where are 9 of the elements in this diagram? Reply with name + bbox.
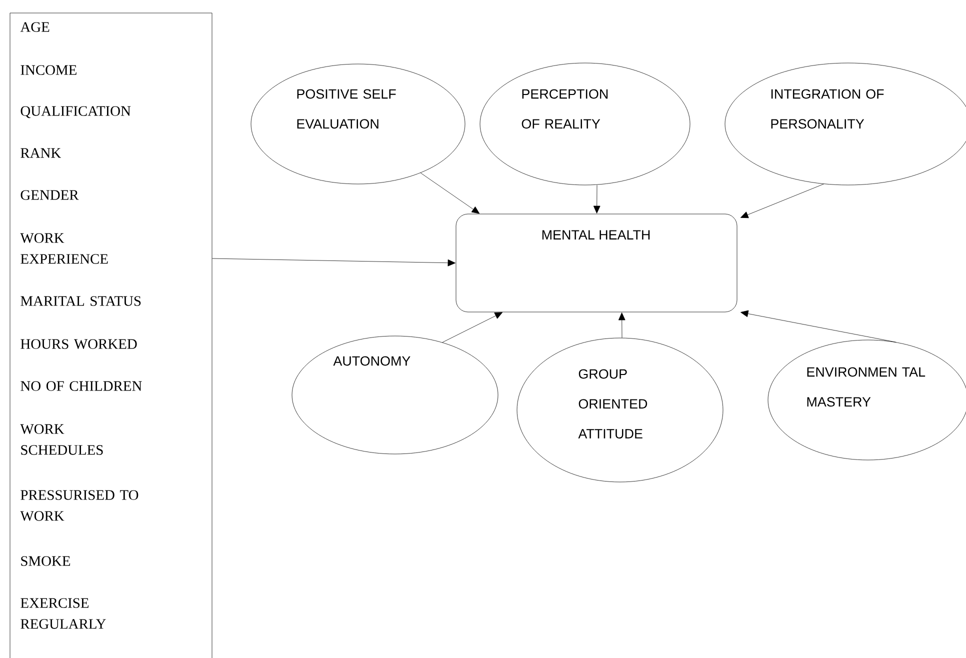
variable-list-box: AGE INCOME QUALIFICATION RANK GENDER WORK EXPERIENCE MARITAL STATUS HOURS WORKED NO OF CHILDREN WORK SCHEDULES PRESSURISED TO WORK SMOKE EXERCISE REGULARLY [10,12,212,658]
arrow [618,312,626,338]
arrow [740,184,824,218]
arrow [593,185,600,214]
arrow [442,312,503,343]
arrow [420,172,480,214]
arrow [212,258,456,266]
arrow [740,310,896,342]
rounded-box: MENTAL HEALTH [456,214,738,312]
